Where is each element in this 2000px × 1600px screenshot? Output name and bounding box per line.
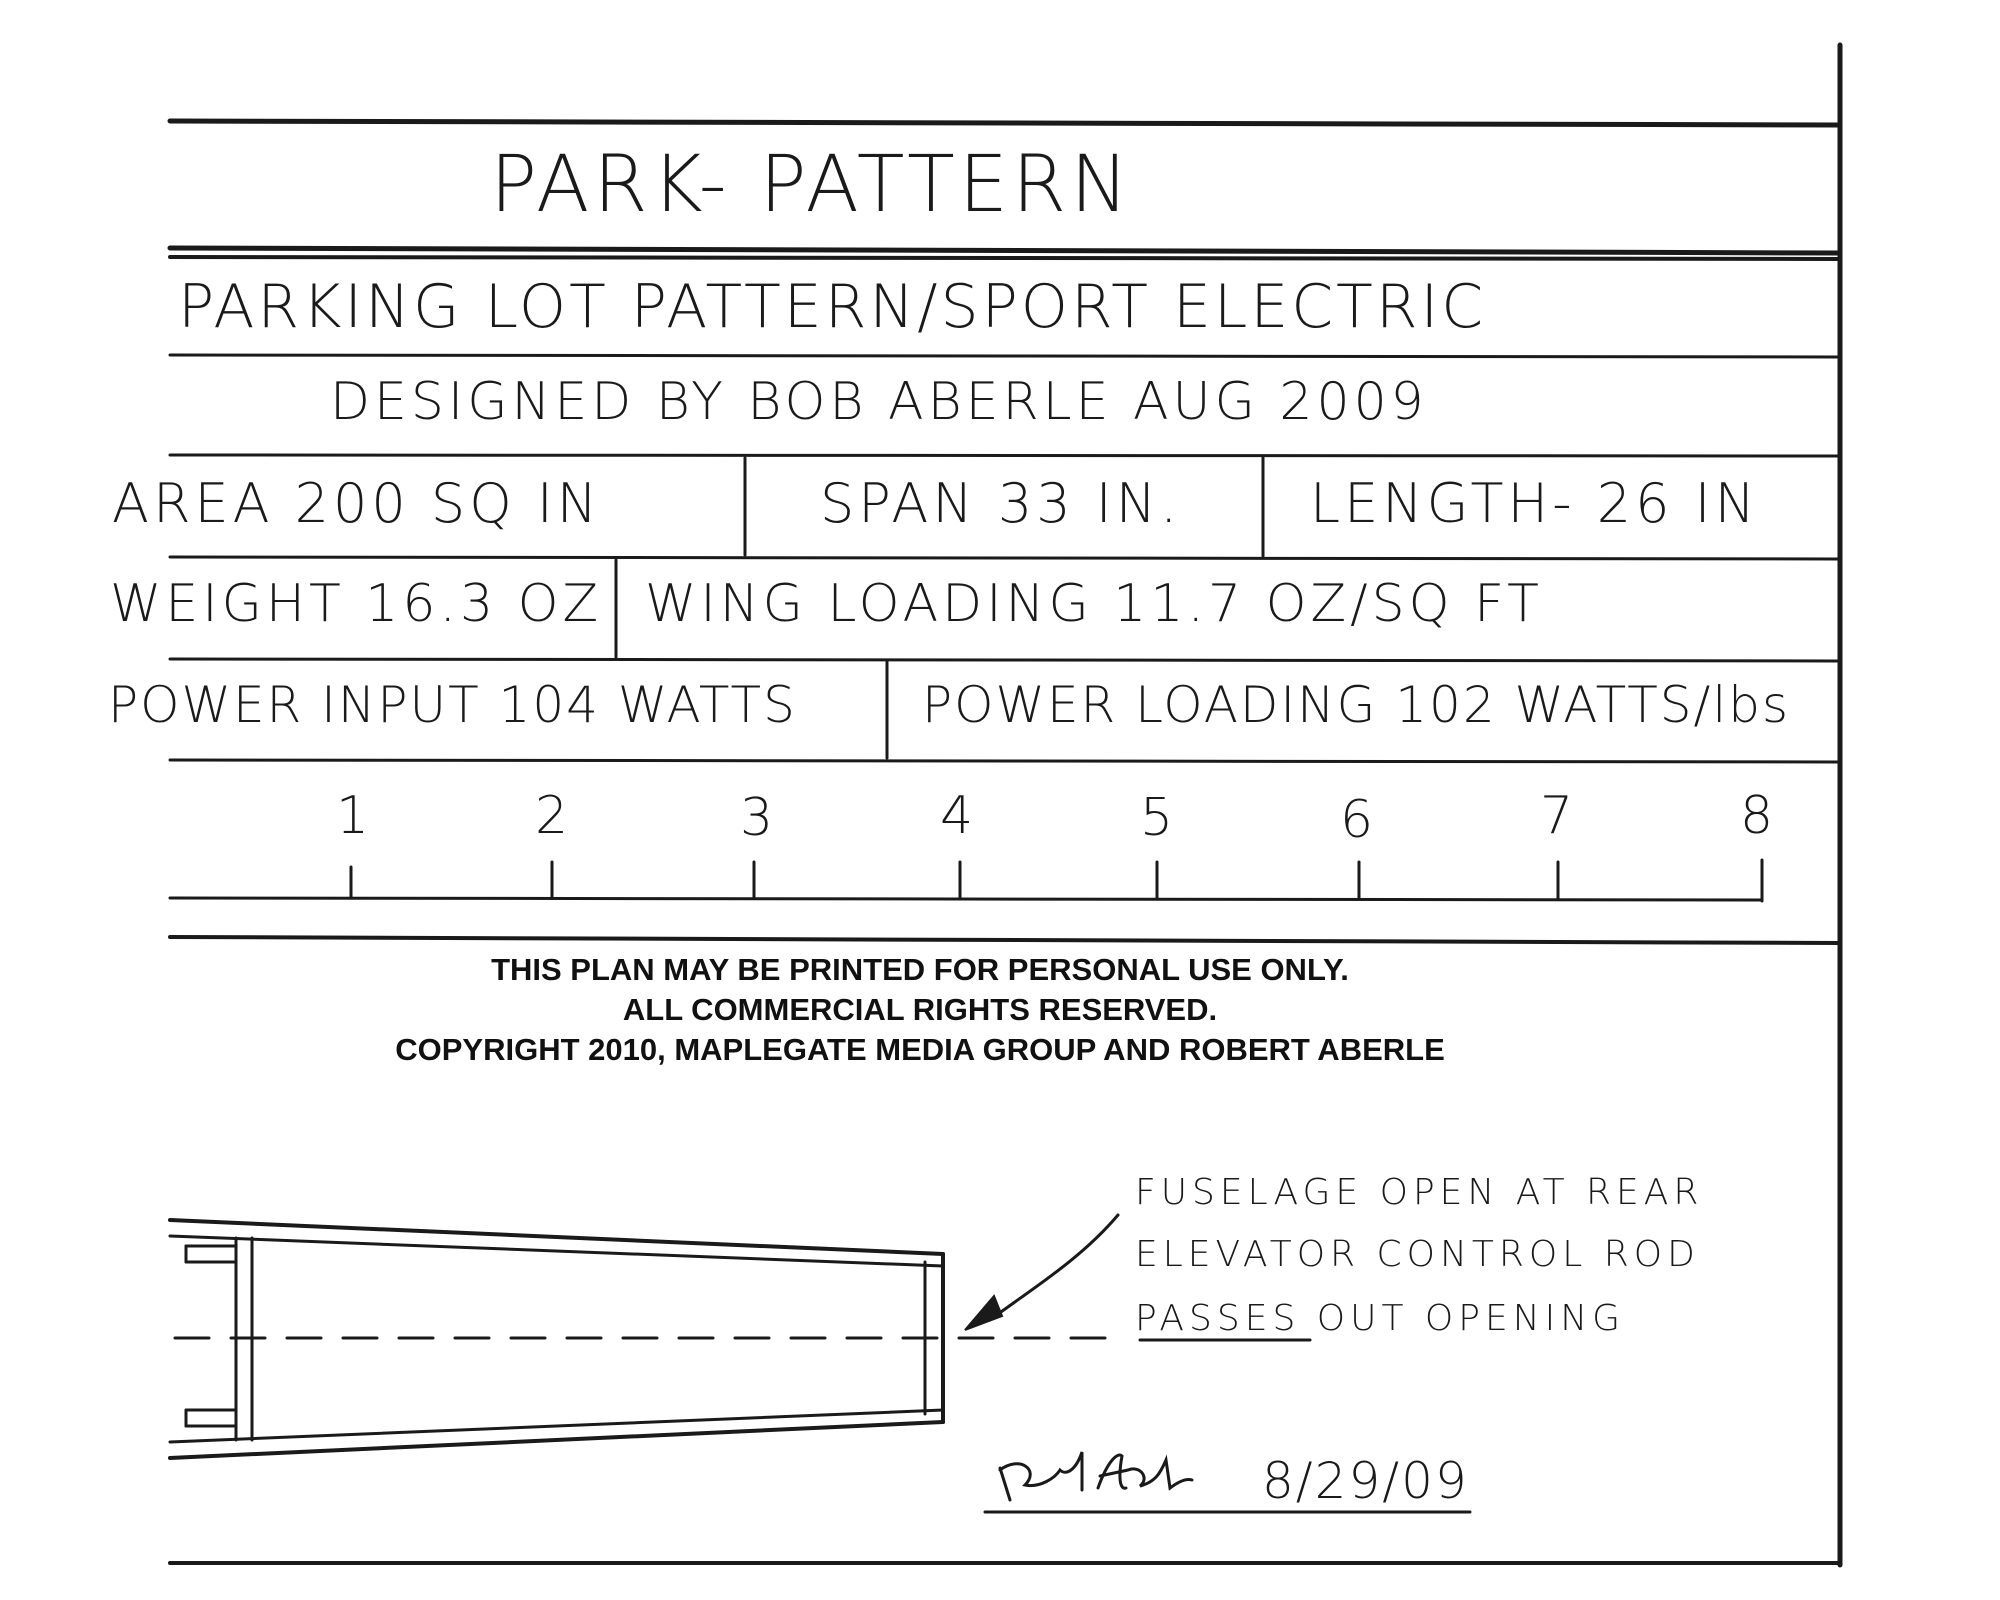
notice-line-2: ALL COMMERCIAL RIGHTS RESERVED. bbox=[622, 992, 1218, 1027]
leader-arrow bbox=[988, 1213, 1120, 1322]
power-loading-spec: POWER LOADING 102 WATTS/lbs bbox=[922, 676, 1791, 734]
scale-label: 5 bbox=[1140, 788, 1178, 848]
signature-date: 8/29/09 bbox=[1262, 1452, 1469, 1510]
annotation-line-3: PASSES OUT OPENING bbox=[1135, 1298, 1626, 1339]
length-spec: LENGTH- 26 IN bbox=[1310, 472, 1759, 535]
notice-line-1: THIS PLAN MAY BE PRINTED FOR PERSONAL US… bbox=[491, 952, 1349, 987]
scale-bar bbox=[168, 858, 1764, 903]
usage-notice: THIS PLAN MAY BE PRINTED FOR PERSONAL US… bbox=[170, 950, 1670, 1070]
power-input-spec: POWER INPUT 104 WATTS bbox=[108, 676, 797, 734]
weight-spec: WEIGHT 16.3 OZ bbox=[110, 574, 603, 634]
area-cell: AREA 200 SQ IN bbox=[112, 470, 740, 550]
designer-line: DESIGNED BY BOB ABERLE AUG 2009 bbox=[330, 372, 1428, 432]
scale-label: 1 bbox=[336, 786, 374, 846]
power-input-cell: POWER INPUT 104 WATTS bbox=[108, 674, 882, 754]
plan-subtitle: PARKING LOT PATTERN/SPORT ELECTRIC bbox=[178, 272, 1487, 342]
scale-label: 2 bbox=[535, 786, 573, 846]
span-spec: SPAN 33 IN. bbox=[820, 472, 1182, 535]
scale-label: 8 bbox=[1740, 786, 1778, 846]
annotation-line-2: ELEVATOR CONTROL ROD bbox=[1135, 1234, 1700, 1275]
signature-mark bbox=[983, 1451, 1472, 1514]
notice-line-3: COPYRIGHT 2010, MAPLEGATE MEDIA GROUP AN… bbox=[395, 1032, 1445, 1067]
scale-label: 7 bbox=[1540, 786, 1578, 846]
wing-loading-spec: WING LOADING 11.7 OZ/SQ FT bbox=[645, 574, 1543, 634]
annotation-line-1: FUSELAGE OPEN AT REAR bbox=[1135, 1172, 1704, 1213]
arrow-head-icon bbox=[964, 1294, 1004, 1331]
scale-label: 3 bbox=[740, 788, 778, 848]
scale-label: 4 bbox=[940, 786, 978, 846]
wing-area-spec: AREA 200 SQ IN bbox=[112, 472, 602, 535]
weight-cell: WEIGHT 16.3 OZ bbox=[110, 572, 612, 652]
fuselage-tail-drawing bbox=[168, 1218, 1312, 1460]
plan-title: PARK- PATTERN bbox=[490, 140, 1133, 230]
scale-label: 6 bbox=[1340, 790, 1378, 850]
